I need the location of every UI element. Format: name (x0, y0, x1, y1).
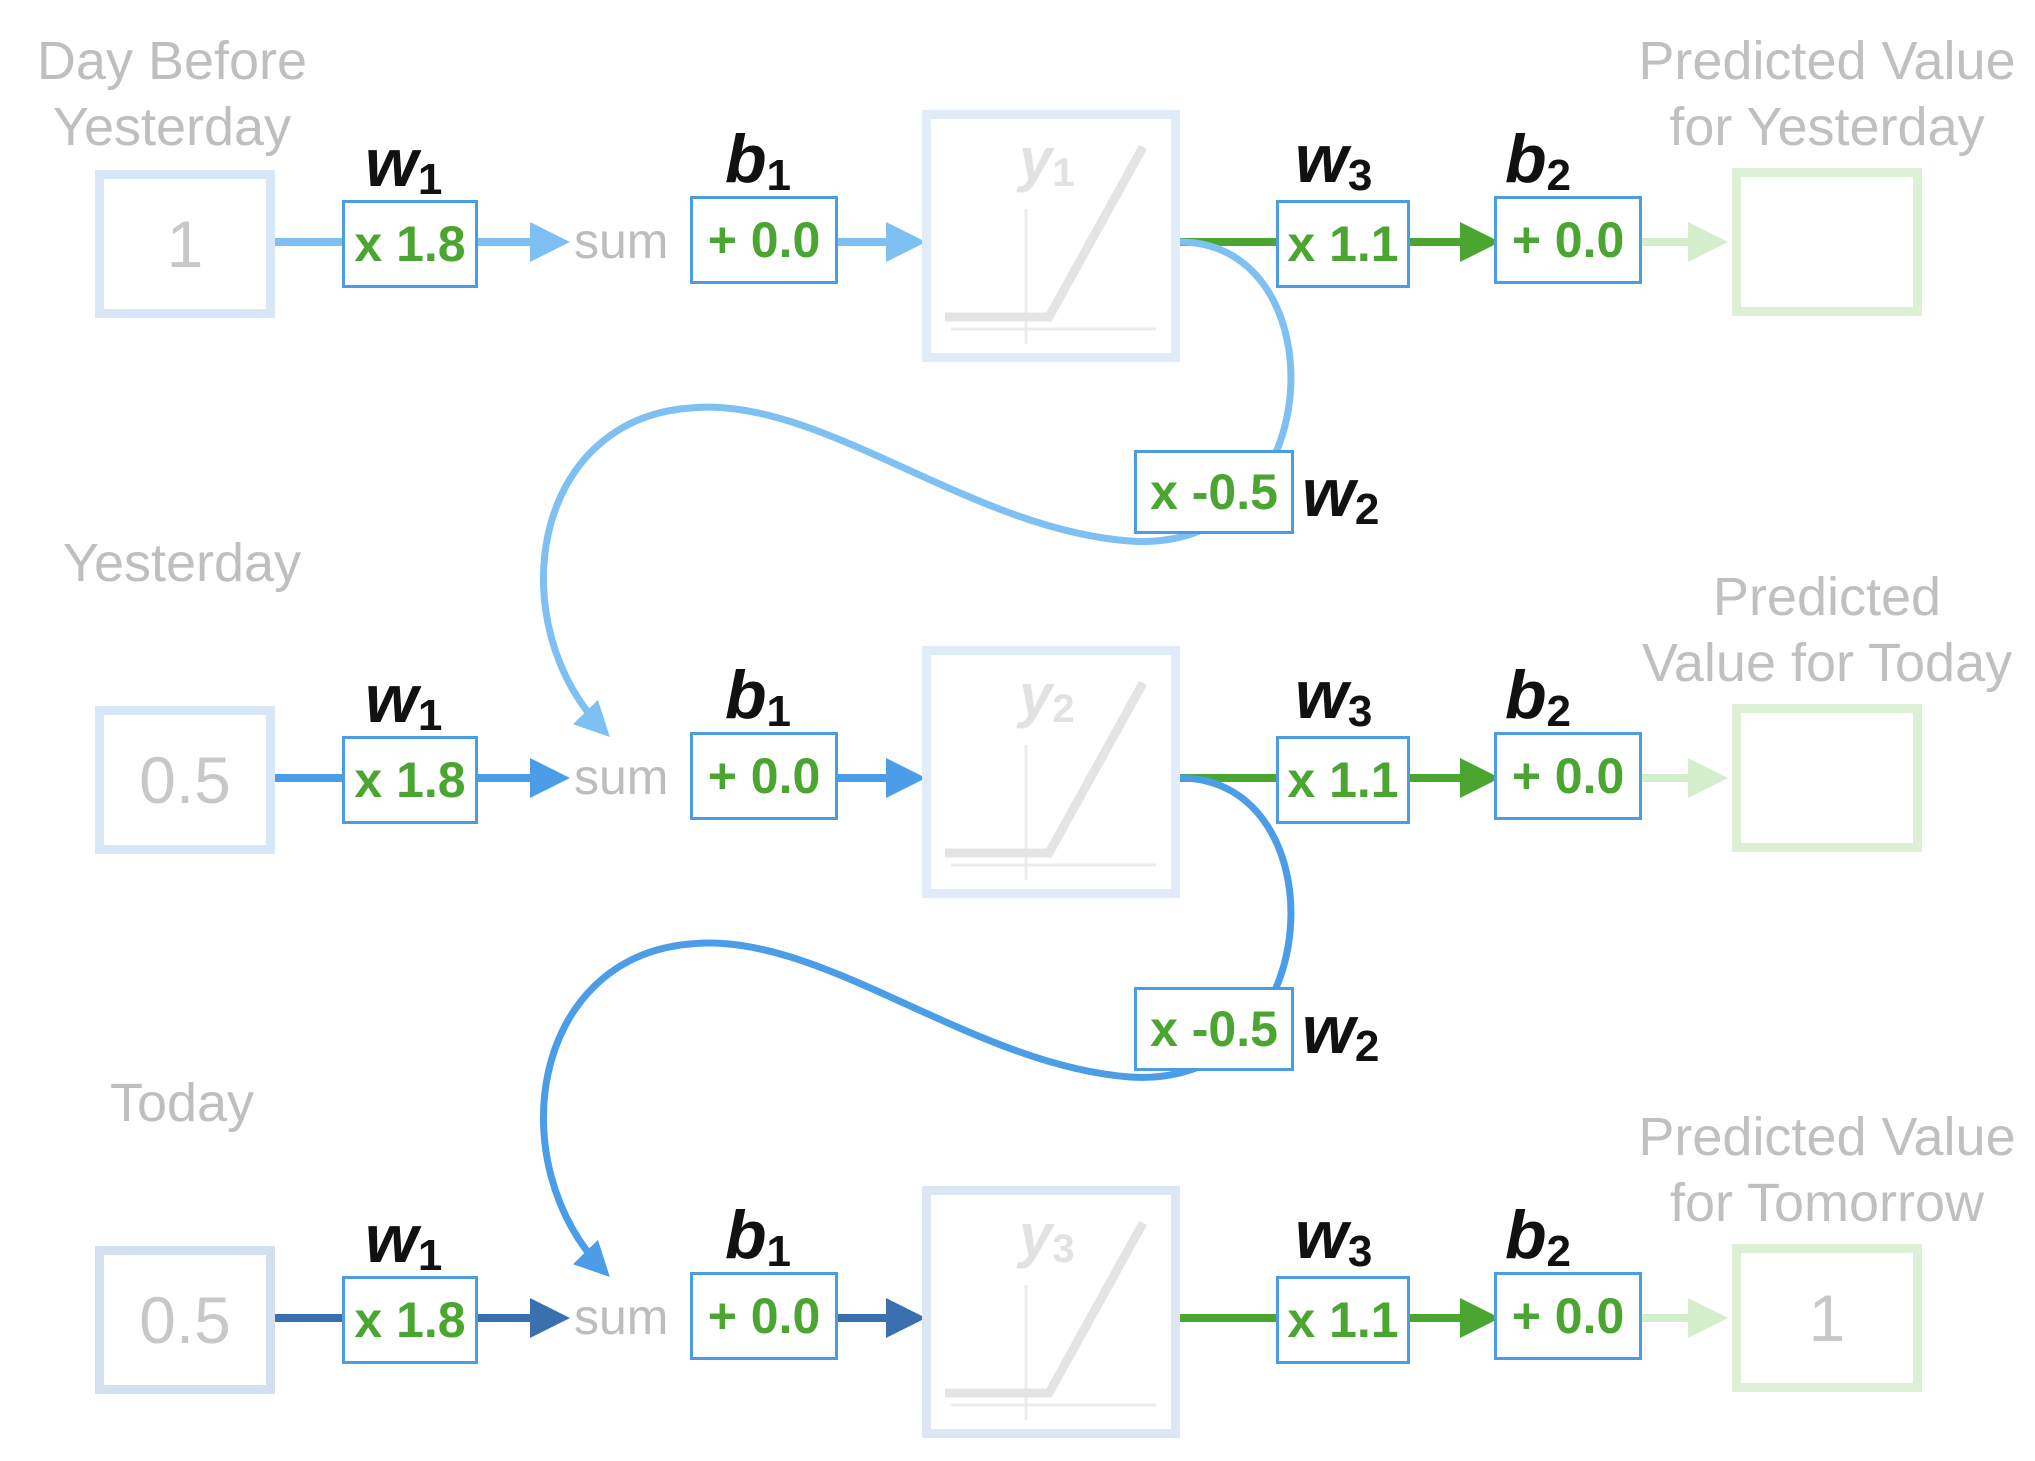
b2-bias-box: + 0.0 (1494, 196, 1642, 284)
b1-bias-box: + 0.0 (690, 1272, 838, 1360)
output-box (1732, 168, 1922, 316)
b2-label: b2 (1505, 121, 1572, 200)
w3-weight-box: x 1.1 (1276, 200, 1410, 288)
sum-label: sum (574, 749, 669, 805)
input-label-line-1: Day Before (36, 31, 308, 91)
sum-label: sum (574, 1289, 669, 1345)
activation-box: y3 (922, 1186, 1180, 1438)
activation-label: y2 (1019, 662, 1075, 731)
b1-bias-box: + 0.0 (690, 732, 838, 820)
b2-label: b2 (1505, 657, 1572, 736)
input-label: Today (22, 1070, 342, 1136)
w1-label: w1 (365, 125, 443, 204)
relu-icon (945, 144, 1156, 344)
w1-weight-box: x 1.8 (342, 1276, 478, 1364)
output-box (1732, 704, 1922, 852)
input-label-line-2: Yesterday (52, 97, 292, 157)
feedback-loop-2 (539, 774, 1295, 1278)
w1-weight-box: x 1.8 (342, 736, 478, 824)
w1-weight-box: x 1.8 (342, 200, 478, 288)
b1-bias-box: + 0.0 (690, 196, 838, 284)
relu-icon (945, 680, 1156, 880)
w2-weight-box: x -0.5 (1134, 450, 1294, 534)
b2-bias-box: + 0.0 (1494, 1272, 1642, 1360)
b1-label: b1 (725, 657, 792, 736)
w3-label: w3 (1295, 657, 1373, 736)
activation-box: y2 (922, 646, 1180, 898)
feedback-loop-1 (539, 238, 1295, 738)
w3-weight-box: x 1.1 (1276, 1276, 1410, 1364)
w2-label: w2 (1302, 455, 1380, 534)
input-box: 0.5 (95, 706, 275, 854)
input-label-line-2: Today (109, 1073, 255, 1133)
output-label-line-1: Predicted Value (1638, 1107, 2016, 1167)
output-label: Predicted Value for Today (1612, 564, 2035, 696)
output-label: Predicted Value for Tomorrow (1612, 1104, 2035, 1236)
input-label-line-2: Yesterday (62, 533, 302, 593)
activation-label: y1 (1019, 126, 1075, 195)
output-label-line-1: Predicted (1712, 567, 1942, 627)
b1-label: b1 (725, 121, 792, 200)
w2-label: w2 (1302, 992, 1380, 1071)
w3-label: w3 (1295, 121, 1373, 200)
output-label-line-2: Value for Today (1641, 633, 2013, 693)
b2-bias-box: + 0.0 (1494, 732, 1642, 820)
output-label-line-2: for Tomorrow (1669, 1173, 1985, 1233)
w3-weight-box: x 1.1 (1276, 736, 1410, 824)
input-box: 0.5 (95, 1246, 275, 1394)
output-label-line-1: Predicted Value (1638, 31, 2016, 91)
row-2: Yesterday 0.5 w1 x 1.8 sum b1 + 0.0 y2 w… (0, 533, 2035, 898)
input-label: Day Before Yesterday (12, 28, 332, 160)
output-label: Predicted Value for Yesterday (1612, 28, 2035, 160)
output-box: 1 (1732, 1244, 1922, 1392)
row-3: Today 0.5 w1 x 1.8 sum b1 + 0.0 y3 w3 x … (0, 1073, 2035, 1438)
activation-box: y1 (922, 110, 1180, 362)
sum-label: sum (574, 213, 669, 269)
b2-label: b2 (1505, 1197, 1572, 1276)
w3-label: w3 (1295, 1197, 1373, 1276)
input-box: 1 (95, 170, 275, 318)
relu-icon (945, 1220, 1156, 1420)
row-1: Day Before Yesterday 1 w1 x 1.8 sum b1 +… (0, 0, 2035, 362)
input-label: Yesterday (22, 530, 342, 596)
w1-label: w1 (365, 1201, 443, 1280)
b1-label: b1 (725, 1197, 792, 1276)
output-label-line-2: for Yesterday (1669, 97, 1985, 157)
activation-label: y3 (1019, 1202, 1075, 1271)
w2-weight-box: x -0.5 (1134, 987, 1294, 1071)
w1-label: w1 (365, 661, 443, 740)
